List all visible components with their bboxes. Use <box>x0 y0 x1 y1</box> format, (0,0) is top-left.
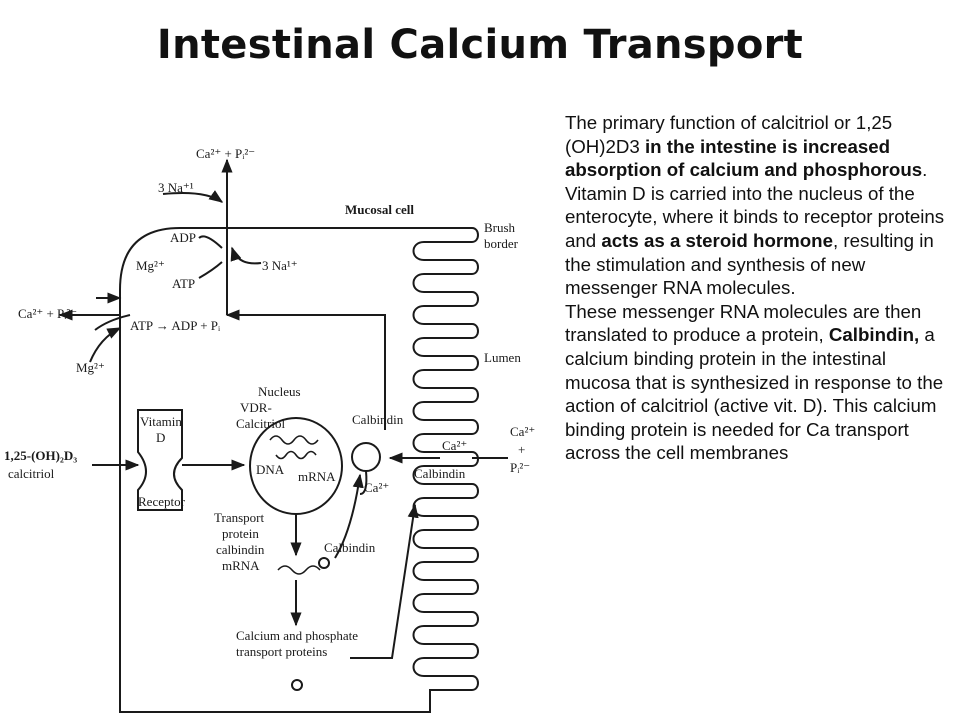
paragraph-function: The primary function of calcitriol or 1,… <box>565 111 945 182</box>
label-calbindin-low: Calbindin <box>324 540 376 555</box>
label-na3-in: 3 Na⁺¹ <box>158 180 194 195</box>
label-calcitriol-word: calcitriol <box>8 466 55 481</box>
label-mrna: mRNA <box>298 469 336 484</box>
text-run: The primary function of calcitriol or 1,… <box>565 112 893 157</box>
label-atp-reaction: ATP → ADP + Pᵢ <box>130 318 221 333</box>
label-transport-1: Transport <box>214 510 264 525</box>
label-calbindin-right: Calbindin <box>414 466 466 481</box>
label-border: border <box>484 236 519 251</box>
label-dna: DNA <box>256 462 285 477</box>
paragraph-calbindin: These messenger RNA molecules are then t… <box>565 300 945 465</box>
calcium-transport-diagram: Ca²⁺ + Pᵢ²⁻ 3 Na⁺¹ Mucosal cell Brush bo… <box>0 110 560 720</box>
label-ca-p-left: Ca²⁺ + Pᵢ²⁻ <box>18 306 77 321</box>
text-run: a calcium binding protein in the intesti… <box>565 324 944 464</box>
label-atp: ATP <box>172 276 195 291</box>
label-cap-transport-2: transport proteins <box>236 644 327 659</box>
label-na3-out: 3 Na¹⁺ <box>262 258 298 273</box>
label-d: D <box>156 430 165 445</box>
label-plus: + <box>518 442 525 457</box>
text-run: These messenger RNA molecules are then t… <box>565 300 922 346</box>
label-transport-2: protein <box>222 526 259 541</box>
label-mucosal-cell: Mucosal cell <box>345 202 414 217</box>
calbindin-circle <box>351 442 381 472</box>
label-adp: ADP <box>170 230 196 245</box>
text-bold-run: in the intestine is increased absorption… <box>565 135 923 181</box>
label-calbindin-top: Calbindin <box>352 412 404 427</box>
label-mg-cell: Mg²⁺ <box>136 258 165 273</box>
label-mg-left: Mg²⁺ <box>76 360 105 375</box>
label-receptor: Receptor <box>138 494 186 509</box>
diagram-svg: Ca²⁺ + Pᵢ²⁻ 3 Na⁺¹ Mucosal cell Brush bo… <box>4 146 535 713</box>
label-vdr: VDR- <box>240 400 272 415</box>
calbindin-circle-small <box>318 557 330 569</box>
label-ca-p-top: Ca²⁺ + Pᵢ²⁻ <box>196 146 255 161</box>
label-pi-right: Pᵢ²⁻ <box>510 460 530 475</box>
label-nucleus: Nucleus <box>258 384 301 399</box>
label-lumen: Lumen <box>484 350 521 365</box>
paragraph-vitamin-d: Vitamin D is carried into the nucleus of… <box>565 182 945 300</box>
label-brush: Brush <box>484 220 516 235</box>
label-ca-right-box: Ca²⁺ <box>442 438 467 453</box>
text-run: Vitamin D is carried into the nucleus of… <box>565 182 945 251</box>
label-transport-3: calbindin <box>216 542 265 557</box>
label-cap-transport-1: Calcium and phosphate <box>236 628 358 643</box>
label-ca-inside: Ca²⁺ <box>364 480 389 495</box>
slide-title: Intestinal Calcium Transport <box>156 22 804 68</box>
vitamin-d-receptor <box>137 409 183 511</box>
explanation-text: The primary function of calcitriol or 1,… <box>565 111 945 465</box>
text-bold-run: Calbindin, <box>828 324 920 346</box>
label-calcitriol: Calcitriol <box>236 416 285 431</box>
label-transport-4: mRNA <box>222 558 260 573</box>
label-calcitriol-formula: 1,25-(OH)₂D₃ <box>4 448 77 463</box>
text-bold-run: acts as a steroid hormone <box>601 229 833 251</box>
label-vitamin: Vitamin <box>140 414 182 429</box>
label-ca-right: Ca²⁺ <box>510 424 535 439</box>
text-run: , resulting in the stimulation and synth… <box>565 229 934 299</box>
transport-protein-circle <box>291 679 303 691</box>
mucosal-cell-outline <box>119 227 479 713</box>
text-run: . <box>922 159 928 181</box>
